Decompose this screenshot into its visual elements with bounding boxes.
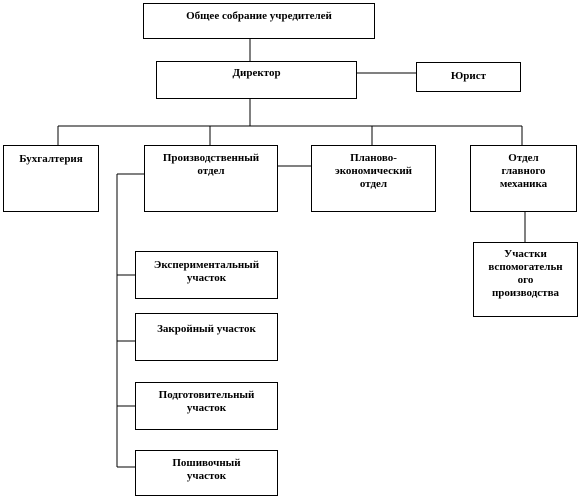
planning-dept-box: Планово- экономический отдел xyxy=(311,145,436,212)
lawyer-box: Юрист xyxy=(416,62,521,92)
auxiliary-section-label: Участки вспомогательн ого производства xyxy=(488,248,563,299)
chief-mechanic-dept-label: Отдел главного механика xyxy=(499,152,548,190)
lawyer-label: Юрист xyxy=(450,70,487,82)
director-label: Директор xyxy=(232,67,281,79)
founders-label: Общее собрание учредителей xyxy=(186,10,332,22)
production-dept-box: Производственный отдел xyxy=(144,145,278,212)
accounting-box: Бухгалтерия xyxy=(3,145,99,212)
preparatory-section-label: Подготовительный участок xyxy=(158,389,255,414)
preparatory-section-box: Подготовительный участок xyxy=(135,382,278,430)
auxiliary-section-box: Участки вспомогательн ого производства xyxy=(473,242,578,317)
cutting-section-box: Закройный участок xyxy=(135,313,278,361)
experimental-section-label: Экспериментальный участок xyxy=(153,259,260,284)
cutting-section-label: Закройный участок xyxy=(157,323,256,335)
sewing-section-box: Пошивочный участок xyxy=(135,450,278,496)
sewing-section-label: Пошивочный участок xyxy=(172,457,241,482)
planning-dept-label: Планово- экономический отдел xyxy=(334,152,413,190)
director-box: Директор xyxy=(156,61,357,99)
experimental-section-box: Экспериментальный участок xyxy=(135,251,278,299)
founders-box: Общее собрание учредителей xyxy=(143,3,375,39)
production-dept-label: Производственный отдел xyxy=(162,152,260,177)
accounting-label: Бухгалтерия xyxy=(19,153,83,165)
chief-mechanic-dept-box: Отдел главного механика xyxy=(470,145,577,212)
